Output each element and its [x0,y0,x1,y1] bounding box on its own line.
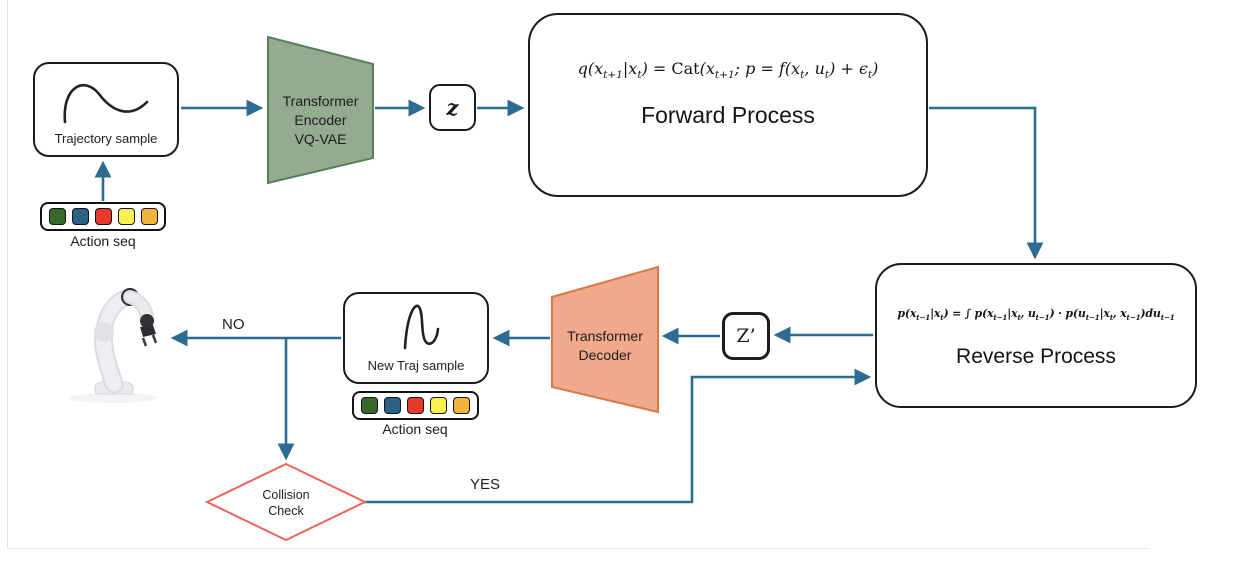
reverse-process-title: Reverse Process [956,345,1116,368]
z-label: z [446,95,459,120]
trajectory-sample-label: Trajectory sample [54,131,158,146]
no-edge-label: NO [222,316,245,333]
z-prime-node: Z’ [722,312,770,360]
collision-check-line2: Check [268,504,304,518]
action-square-orange [140,208,158,225]
reverse-process-box: p(xt−1|xt) = ∫ p(xt−1|xt, ut−1) · p(ut−1… [875,263,1197,408]
collision-check-diamond [204,462,368,542]
action-square-yellow [430,397,447,414]
slide-left-edge-line [7,0,8,549]
encoder-label-line3: VQ-VAE [294,131,347,147]
forward-process-title: Forward Process [641,102,815,128]
encoder-trapezoid [267,35,374,185]
decoder-label: Transformer Decoder [552,327,658,365]
z-node: z [429,84,476,131]
trajectory-curve-icon [63,84,149,124]
action-square-red [407,397,424,414]
action-seq-bottom-label: Action seq [382,421,448,437]
new-traj-sample-label: New Traj sample [367,358,465,373]
reverse-process-equation: p(xt−1|xt) = ∫ p(xt−1|xt, ut−1) · p(ut−1… [897,307,1175,323]
new-traj-sample-node: New Traj sample [343,292,489,384]
decoder-label-line2: Decoder [578,347,632,363]
action-square-red [94,208,112,225]
collision-check-label: Collision Check [246,487,326,519]
yes-edge-label: YES [470,476,501,493]
action-seq-top-label: Action seq [70,233,136,249]
action-square-blue [384,397,401,414]
edge-forward-to-reverse [929,106,1044,260]
action-square-green [361,397,378,414]
action-square-orange [453,397,470,414]
action-square-blue [71,208,89,225]
decoder-label-line1: Transformer [567,328,643,344]
decoder-trapezoid [551,265,659,414]
encoder-label-line1: Transformer [282,93,359,109]
collision-check-line1: Collision [262,488,310,502]
forward-process-equation: q(xt+1|xt) = Cat(xt+1; p = f(xt, ut) + ϵ… [577,59,879,82]
action-seq-bottom [352,391,479,420]
action-square-yellow [117,208,135,225]
forward-process-box: q(xt+1|xt) = Cat(xt+1; p = f(xt, ut) + ϵ… [528,13,928,197]
encoder-label: Transformer Encoder VQ-VAE [268,92,373,149]
trajectory-sample-node: Trajectory sample [33,62,179,157]
new-traj-curve-icon [403,304,440,350]
action-seq-top [40,202,166,231]
robot-arm-image [69,288,158,403]
z-prime-label: Z’ [736,325,756,347]
slide-bottom-edge-line [9,548,1149,549]
edge-collision-yes-to-reverse [356,368,872,504]
action-square-green [48,208,66,225]
encoder-label-line2: Encoder [294,112,347,128]
